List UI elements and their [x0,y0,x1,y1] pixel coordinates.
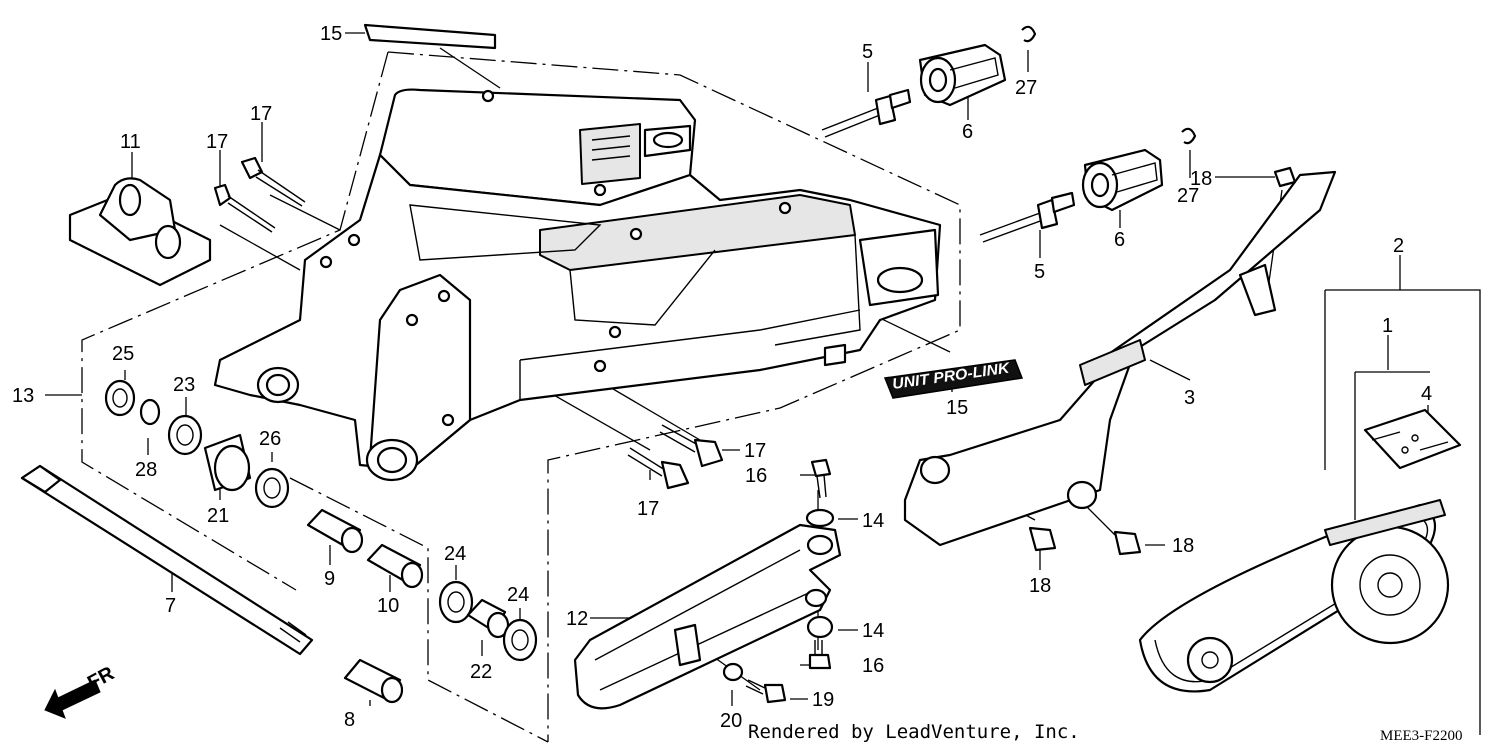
callout-25: 25 [112,343,134,365]
callout-10: 10 [377,595,399,617]
callout-14-upper: 14 [862,510,884,532]
callout-17-a: 17 [206,131,228,153]
callout-4: 4 [1421,383,1432,405]
adjuster-bolt-5-lower [979,191,1076,243]
pivot-cover-11 [68,177,212,287]
assembly-outlines [81,51,961,743]
callout-24-left: 24 [444,543,466,565]
pivot-shaft-7 [20,464,314,656]
callout-2: 2 [1393,235,1404,257]
callout-16-upper: 16 [745,465,767,487]
callout-22: 22 [470,661,492,683]
callout-1: 1 [1382,315,1393,337]
bolt-17-lower [627,424,724,490]
front-direction-arrow: FR [44,662,118,719]
chain-adjuster-6-upper [918,43,1007,107]
callout-13: 13 [12,385,34,407]
callout-labels: 1 2 3 4 5 5 6 6 7 8 9 10 11 12 13 14 14 … [12,23,1432,732]
slider-hardware [722,458,835,704]
callout-17-c: 17 [744,440,766,462]
callout-20: 20 [720,710,742,732]
callout-12: 12 [566,608,588,630]
callout-18-right: 18 [1172,535,1194,557]
decal-strip-top [363,23,497,50]
chain-case-3 [903,166,1337,547]
swingarm [213,88,942,482]
callout-17-d: 17 [637,498,659,520]
callout-15-upper: 15 [320,23,342,45]
adjuster-bolt-5-upper [821,88,912,138]
clip-27-lower [1181,127,1197,145]
callout-18-top: 18 [1190,168,1212,190]
callout-19: 19 [812,689,834,711]
callout-14-lower: 14 [862,620,884,642]
callout-16-lower: 16 [862,655,884,677]
clip-27-upper [1021,25,1037,43]
bolt-18-lower-left [1028,526,1057,552]
collars-and-seals [306,508,538,704]
callout-9: 9 [324,568,335,590]
callout-8: 8 [344,709,355,731]
chain-adjuster-6-lower [1081,148,1164,212]
bolt-18-lower-right [1113,530,1142,556]
pivot-bearings [104,379,290,509]
callout-15-lower: 15 [946,397,968,419]
callout-5-upper: 5 [862,41,873,63]
callout-6-upper: 6 [962,121,973,143]
callout-27-lower: 27 [1177,185,1199,207]
drive-chain-and-sprockets [1138,408,1462,693]
callout-23: 23 [173,374,195,396]
callout-28: 28 [135,459,157,481]
callout-3: 3 [1184,387,1195,409]
callout-27-upper: 27 [1015,77,1037,99]
callout-21: 21 [207,505,229,527]
diagram-code: MEE3-F2200 [1380,728,1463,744]
callout-7: 7 [165,595,176,617]
callout-5-lower: 5 [1034,261,1045,283]
bolt-17-upper-left [213,156,306,233]
chain-slider-12 [573,523,842,710]
callout-18-mid: 18 [1029,575,1051,597]
callout-11: 11 [120,131,141,153]
render-credit: Rendered by LeadVenture, Inc. [748,721,1080,743]
callout-24-right: 24 [507,584,529,606]
callout-17-b: 17 [250,103,272,125]
callout-26: 26 [259,428,281,450]
callout-6-lower: 6 [1114,229,1125,251]
pro-link-decal: UNIT PRO-LINK [883,359,1024,399]
